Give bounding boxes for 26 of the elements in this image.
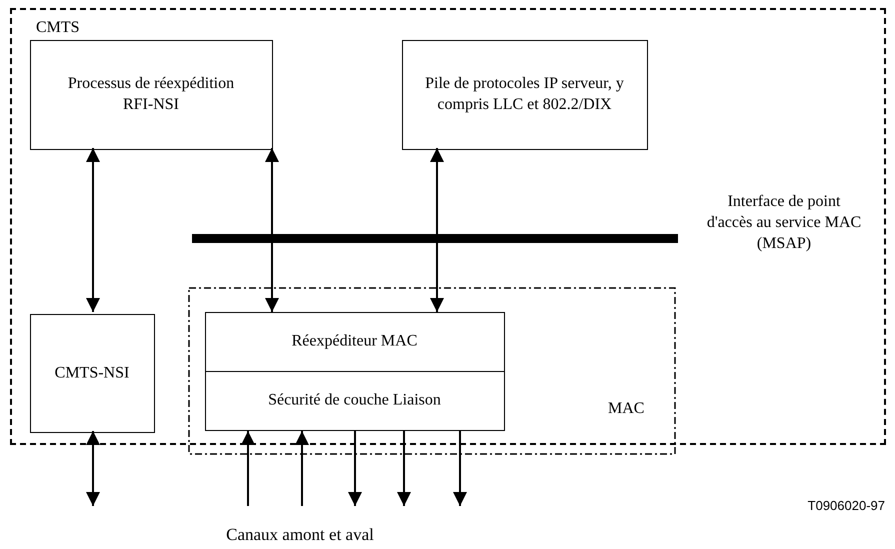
system-boundary (10, 8, 886, 445)
box-label: CMTS-NSI (54, 363, 130, 384)
arrow (348, 431, 362, 506)
channel-label: Canaux amont et aval (225, 524, 375, 546)
figure-number: T0906020-97 (806, 498, 885, 515)
arrow (241, 431, 255, 506)
interface-bar (192, 234, 678, 243)
box-label: Sécurité de couche Liaison (267, 390, 442, 411)
box-label: CMTS (36, 18, 80, 38)
arrow (86, 148, 100, 312)
arrow (453, 431, 467, 506)
box-label: Réexpéditeur MAC (290, 332, 418, 352)
process-box (402, 40, 648, 150)
arrow (397, 431, 411, 506)
arrow (265, 148, 279, 312)
box-label: MAC (608, 399, 644, 419)
box-label: Pile de protocoles IP serveur, y compris LLC et 802.2/DIX (424, 74, 625, 115)
interface-label: Interface de point d'accès au service MAC (MSAP) (706, 192, 862, 254)
arrow (430, 148, 444, 312)
process-box (205, 371, 505, 431)
process-box (30, 40, 273, 150)
process-box (205, 312, 505, 372)
process-box (30, 314, 155, 433)
box-label: Processus de réexpédition RFI-NSI (66, 74, 236, 115)
arrow (295, 431, 309, 506)
arrow (86, 431, 100, 506)
